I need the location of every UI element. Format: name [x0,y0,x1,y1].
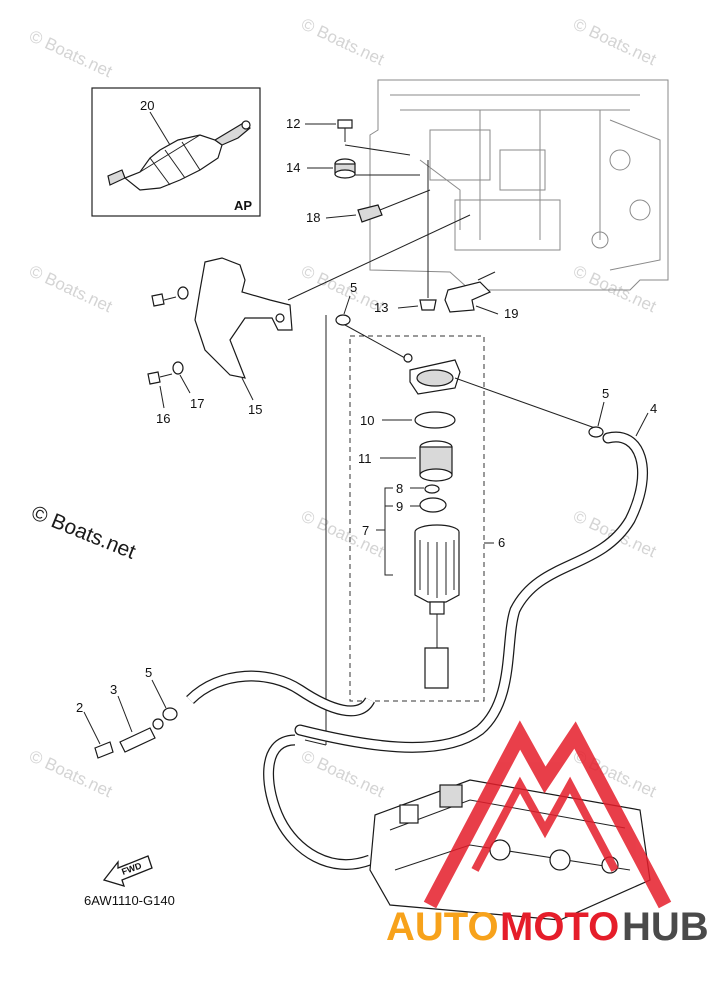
part-7-filter-cup [414,524,460,689]
part-18-clamp [357,204,383,223]
part-9-float [419,497,447,513]
callout-4: 5 [145,665,152,680]
callout-16: 16 [156,411,170,426]
callout-13: 13 [374,300,388,315]
part-3-fuel-hose [294,431,649,753]
callout-3: 4 [650,401,657,416]
part-16-bolt [147,371,173,385]
part-1-cap [94,741,114,759]
part-15-upper-bolt [151,286,189,307]
watermark: © Boats.net [26,26,115,81]
callout-6: 6 [498,535,505,550]
engine-block [369,79,669,291]
callout-20: 20 [140,98,154,113]
inset-label: AP [234,198,252,213]
part-2-joint [119,718,164,753]
watermark: © Boats.net [298,506,387,561]
part-5-clip-upper [335,314,351,326]
brand-part-auto: AUTO [386,905,499,949]
part-17-washer [172,361,184,375]
leader-lines [287,144,496,746]
primer-bulb-inset: AP 20 [91,87,261,217]
callout-17: 17 [190,396,204,411]
part-11-filter-element [419,440,453,482]
callout-8: 8 [396,481,403,496]
watermark: © Boats.net [298,14,387,69]
watermark: © Boats.net [570,14,659,69]
part-12-bolt [337,119,353,142]
brand-part-moto: MOTO [500,905,619,949]
automotohub-wordmark: AUTO MOTO HUB [386,905,709,949]
part-10-o-ring [414,411,456,429]
watermark-large: © Boats.net [28,501,139,564]
part-5-clip-right [588,426,604,438]
watermark: © Boats.net [298,746,387,801]
callout-11: 11 [358,451,372,466]
callout-7: 7 [362,523,369,538]
filter-assembly-box [349,335,485,702]
primer-bulb [107,120,251,191]
fuel-filter-head [344,324,596,429]
part-13-screw [419,299,437,311]
part-14-grommet [334,158,356,179]
automotohub-logo [423,720,672,909]
callout-2: 3 [110,682,117,697]
callout-5-upper: 5 [350,280,357,295]
callout-14: 14 [286,160,300,175]
callout-5-right: 5 [602,386,609,401]
brand-part-hub: HUB [622,905,709,949]
callout-18: 18 [306,210,320,225]
part-8-ring [424,484,440,494]
diagram-code: 6AW1110-G140 [84,893,175,908]
fwd-arrow-icon: FWD [102,855,153,887]
watermark: © Boats.net [26,261,115,316]
part-19-holder [444,281,492,313]
callout-12: 12 [286,116,300,131]
callout-9: 9 [396,499,403,514]
callout-10: 10 [360,413,374,428]
part-4-clip [162,707,178,721]
part-15-bracket [194,257,293,379]
watermark: © Boats.net [570,261,659,316]
callout-15: 15 [248,402,262,417]
callout-1: 2 [76,700,83,715]
callout-19: 19 [504,306,518,321]
lower-fuel-hose [186,670,375,870]
